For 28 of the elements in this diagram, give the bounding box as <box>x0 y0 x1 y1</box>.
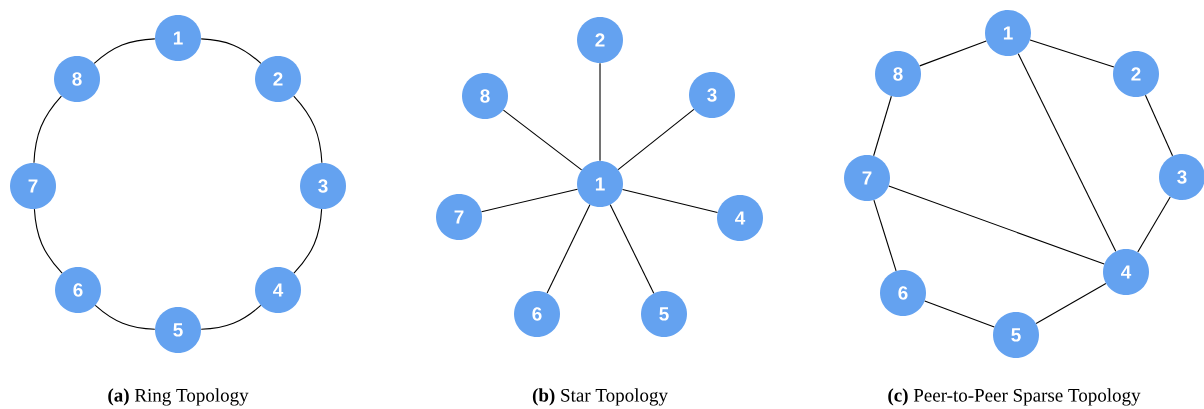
connector-line <box>502 109 583 171</box>
connector-line <box>622 188 718 214</box>
caption: (c) Peer-to-Peer Sparse Topology <box>888 388 1141 406</box>
connector-line <box>599 62 601 162</box>
connector-line <box>93 38 156 64</box>
connector-line <box>293 95 323 164</box>
connector-line <box>1035 282 1107 324</box>
connector-line <box>617 108 695 171</box>
connector-line <box>33 95 62 164</box>
connector-line <box>293 208 323 274</box>
connector-line <box>1144 94 1174 157</box>
caption: (a) Ring Topology <box>108 388 249 406</box>
connector-line <box>873 199 897 272</box>
connector-line <box>546 204 591 294</box>
connector-line <box>873 95 892 157</box>
connector-line <box>481 188 578 213</box>
connector-line <box>888 185 1105 265</box>
connector-line <box>1017 53 1117 252</box>
connector-line <box>94 304 156 330</box>
connector-line <box>1029 39 1115 68</box>
connector-line <box>33 208 63 274</box>
caption: (b) Star Topology <box>532 388 668 406</box>
connector-line <box>1137 196 1171 253</box>
connector-line <box>200 38 262 64</box>
connector-line <box>919 40 987 67</box>
connector-line <box>924 300 995 328</box>
connector-line <box>200 304 262 330</box>
connector-line <box>609 204 655 294</box>
